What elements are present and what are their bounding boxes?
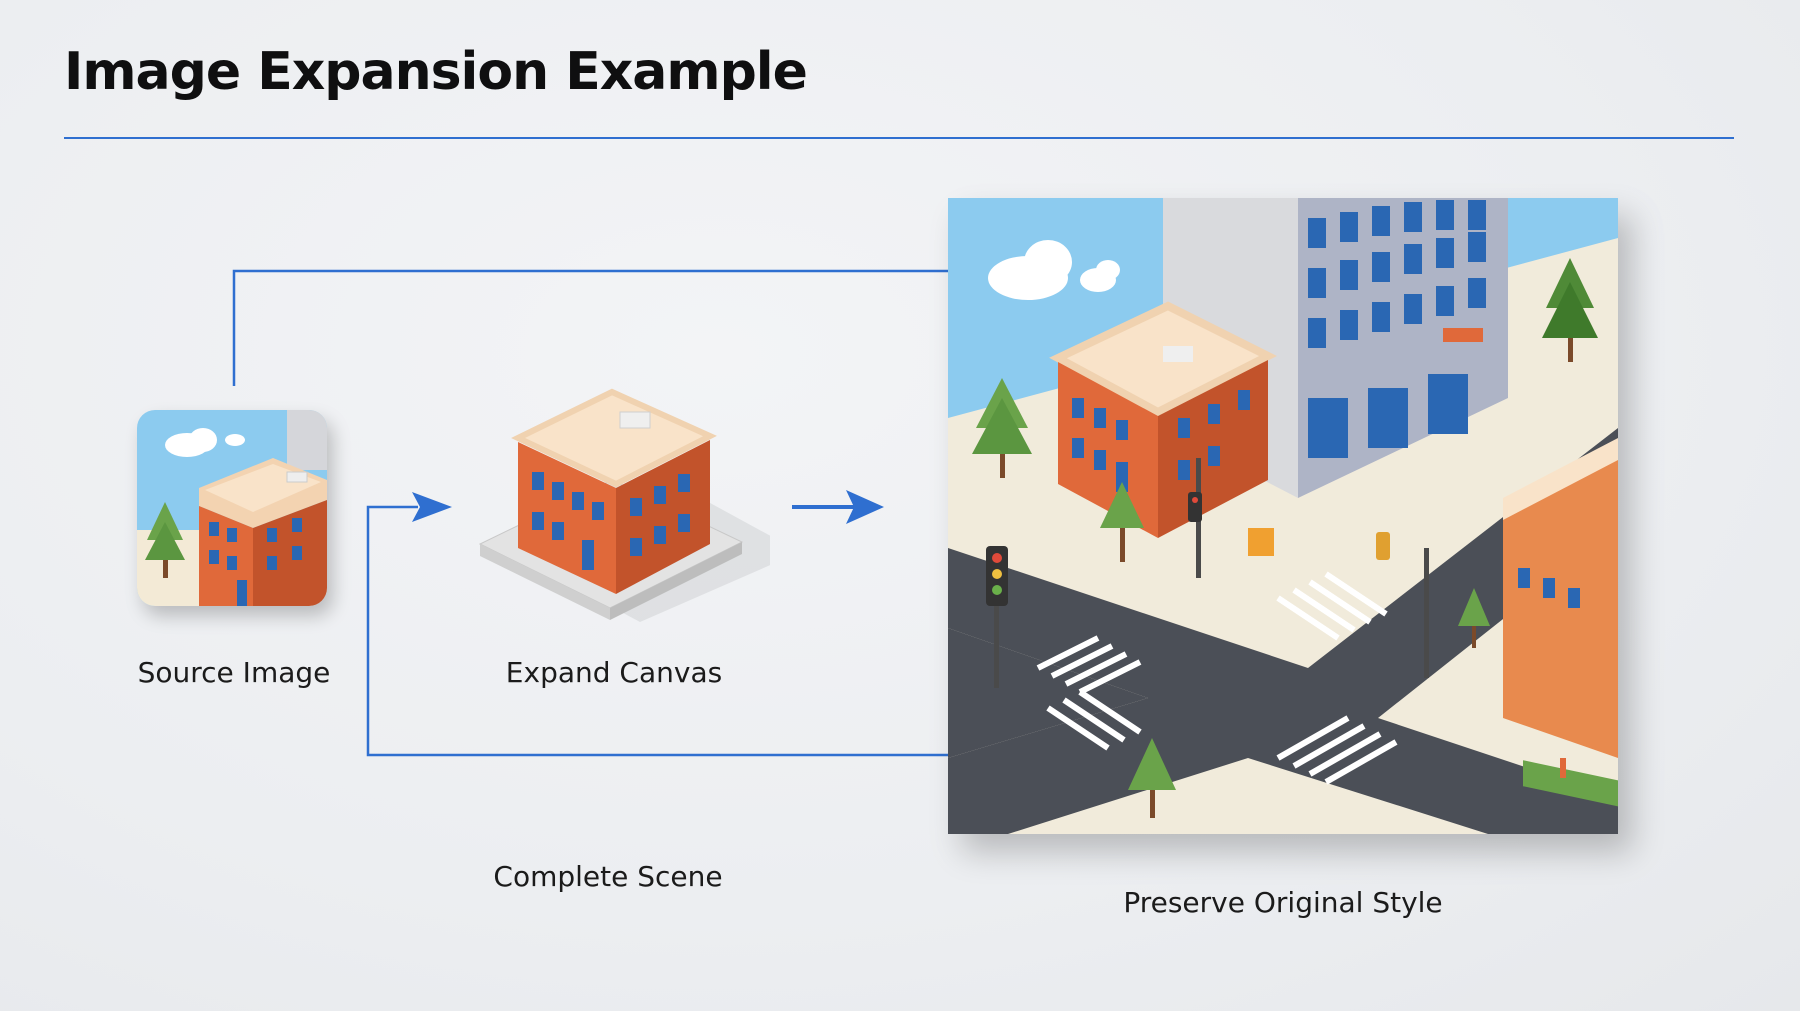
expanded-scene-image bbox=[948, 198, 1618, 834]
tree-icon bbox=[145, 502, 185, 578]
step-label-preserve: Preserve Original Style bbox=[1123, 886, 1443, 919]
title-divider bbox=[64, 137, 1734, 139]
page-title: Image Expansion Example bbox=[64, 42, 808, 102]
connector-bottom bbox=[366, 505, 948, 757]
step-label-expand: Expand Canvas bbox=[505, 656, 723, 689]
building-icon bbox=[1049, 301, 1277, 538]
tree-icon bbox=[972, 378, 1032, 478]
step-label-complete: Complete Scene bbox=[493, 860, 723, 893]
cloud-icon bbox=[165, 428, 245, 457]
traffic-light-icon bbox=[1188, 458, 1202, 578]
building-icon bbox=[199, 458, 327, 606]
tree-icon bbox=[1100, 482, 1144, 562]
source-image-thumbnail bbox=[137, 410, 327, 606]
traffic-light-icon bbox=[1376, 532, 1429, 678]
building-icon bbox=[1503, 438, 1618, 807]
tree-icon bbox=[1128, 738, 1176, 818]
tree-icon bbox=[1542, 258, 1598, 362]
connector-top bbox=[232, 269, 948, 386]
cloud-icon bbox=[988, 240, 1120, 300]
expand-canvas-illustration bbox=[478, 388, 770, 622]
traffic-light-icon bbox=[986, 546, 1008, 688]
step-label-source: Source Image bbox=[137, 656, 331, 689]
tree-icon bbox=[1458, 588, 1490, 648]
building-icon bbox=[511, 388, 717, 594]
arrow-right-icon bbox=[412, 492, 452, 522]
arrow-right-icon bbox=[846, 490, 884, 524]
